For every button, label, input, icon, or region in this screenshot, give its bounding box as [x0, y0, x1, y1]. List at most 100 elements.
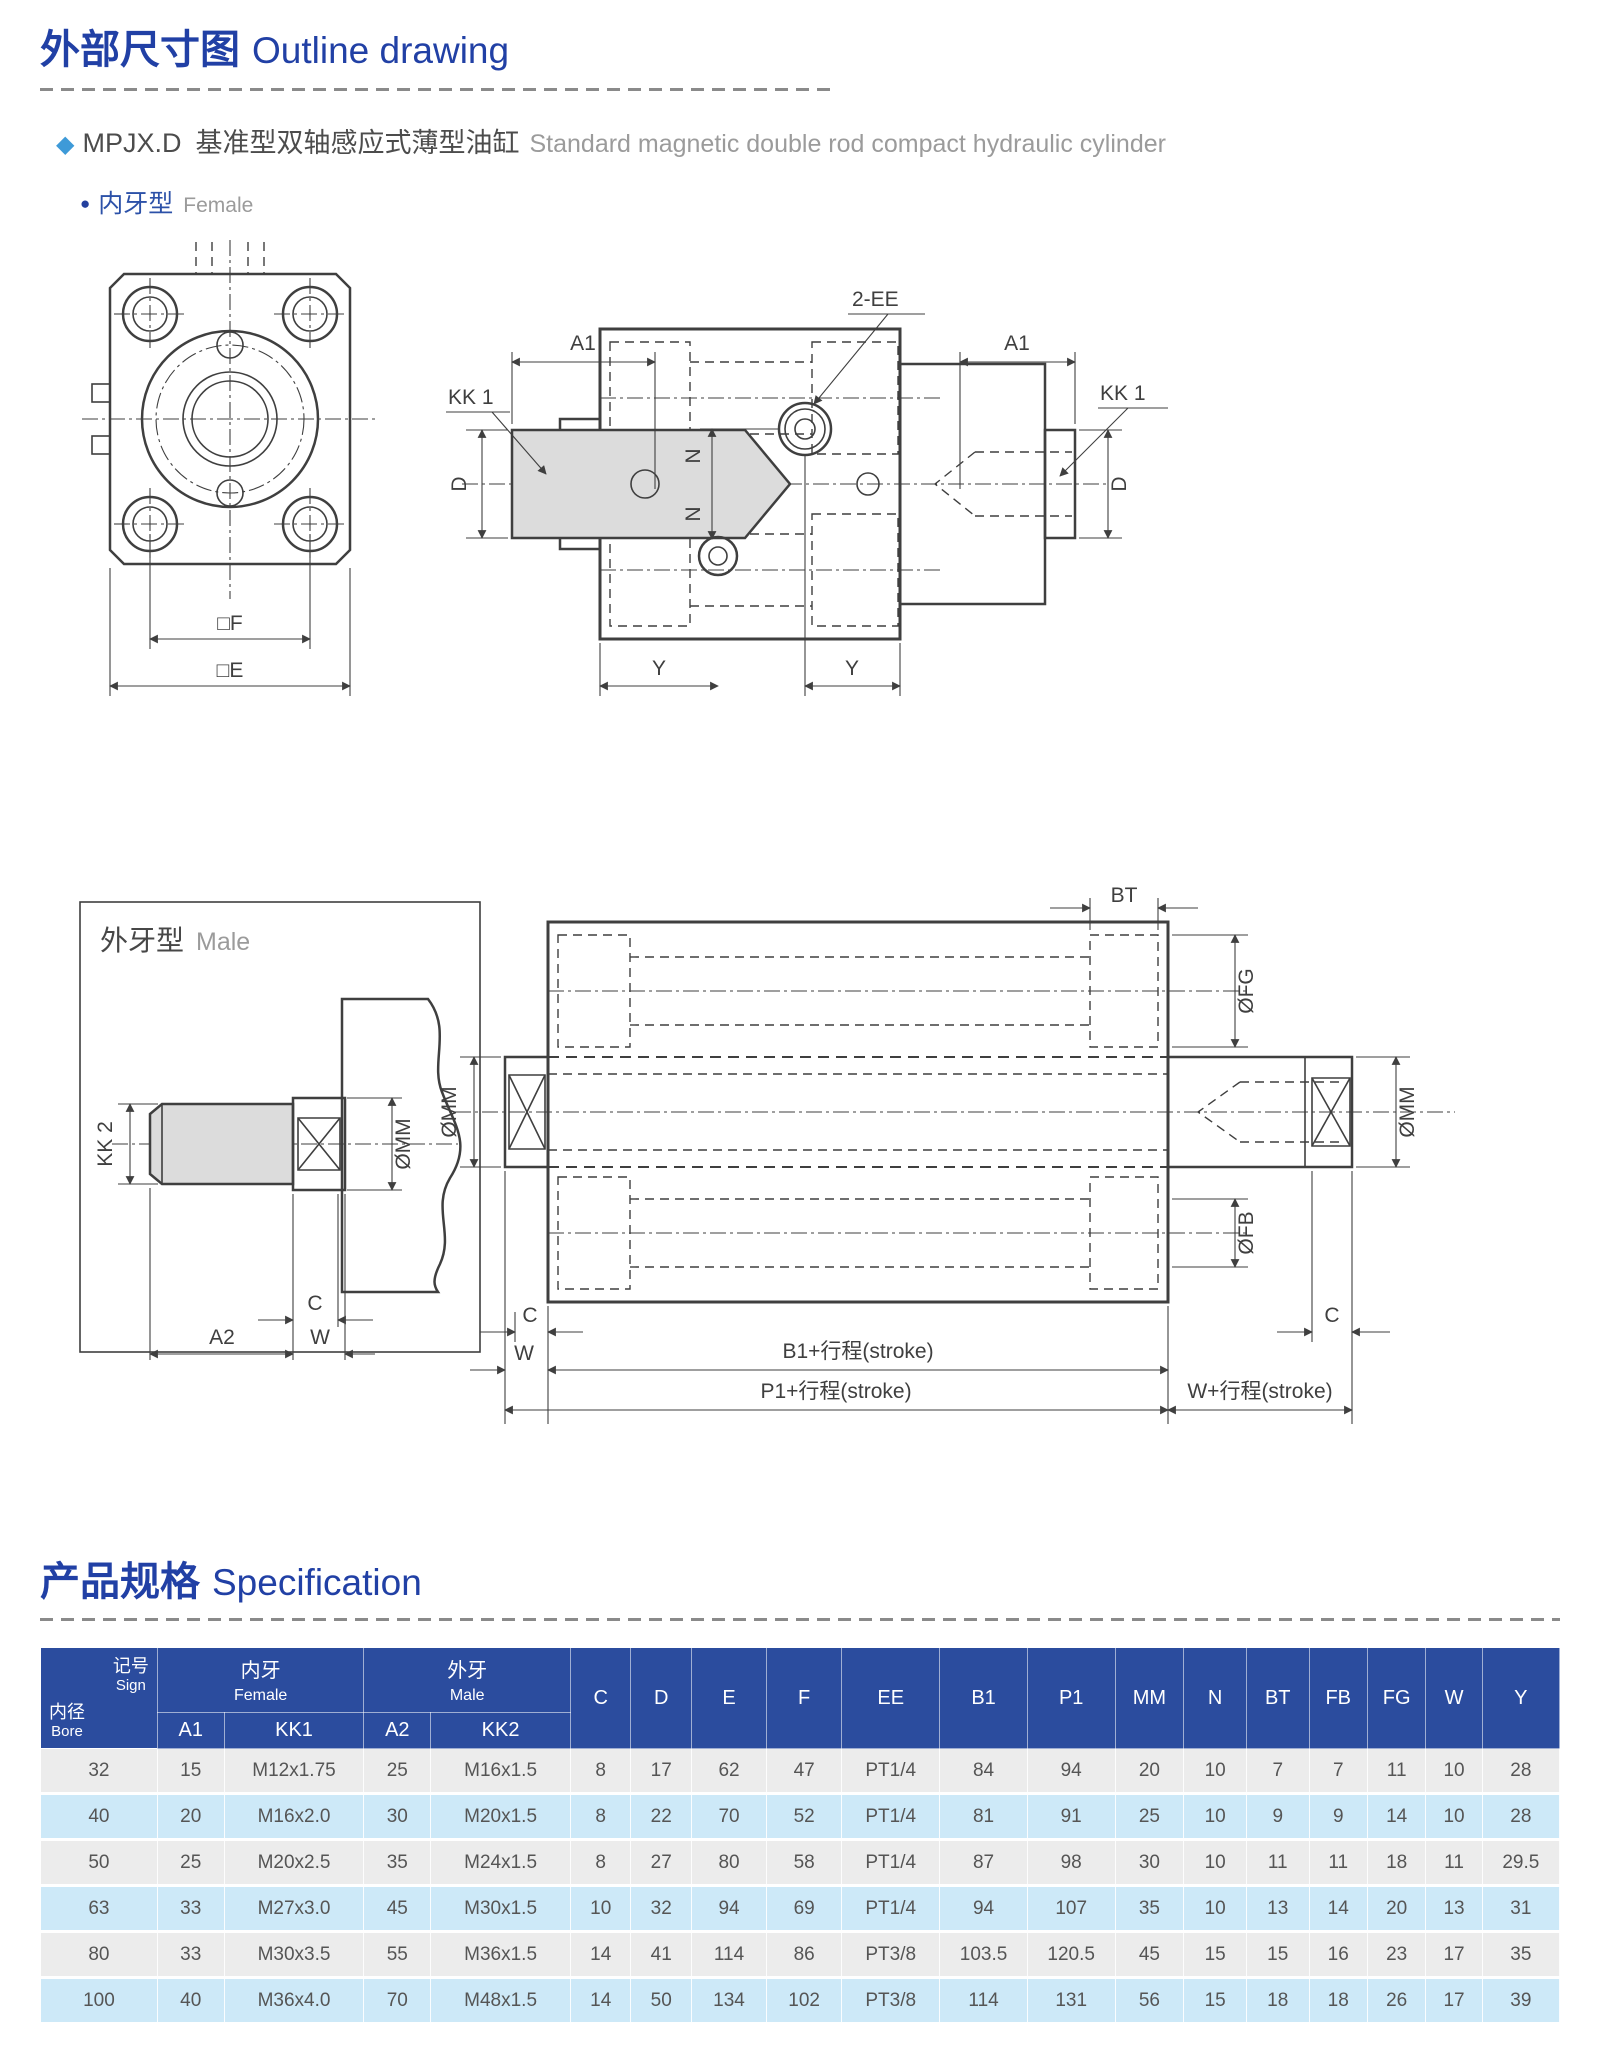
spec-cell: 107 — [1026, 1885, 1116, 1933]
rod-end-cross — [297, 1117, 341, 1171]
spec-cell: 29.5 — [1481, 1839, 1561, 1887]
spec-cell: 40 — [156, 1977, 225, 2025]
spec-cell: 80 — [40, 1931, 158, 1979]
spec-cell: PT3/8 — [841, 1931, 941, 1979]
dim-fg: ØFG — [1172, 934, 1258, 1048]
col-header-e: E — [690, 1647, 768, 1749]
rod-end-cross-left — [508, 1074, 546, 1150]
spec-cell: 10 — [1183, 1793, 1247, 1841]
dim-label-c-male: C — [307, 1292, 322, 1315]
spec-cell: 69 — [766, 1885, 843, 1933]
spec-cell: 20 — [156, 1793, 225, 1841]
dim-label-ee: 2-EE — [852, 288, 899, 311]
spec-cell: 7 — [1308, 1748, 1368, 1795]
dim-label-fb: ØFB — [1235, 1211, 1258, 1254]
corner-sign-en: Sign — [115, 1676, 146, 1694]
spec-cell: 45 — [363, 1885, 432, 1933]
spec-title-en: Specification — [212, 1562, 422, 1603]
product-model: MPJX.D — [82, 128, 182, 158]
spec-title-zh: 产品规格 — [40, 1560, 200, 1604]
spec-cell: 13 — [1425, 1885, 1483, 1933]
dim-e: □E — [109, 568, 351, 696]
dim-label-a1-right: A1 — [1004, 332, 1030, 355]
dim-label-c-right: C — [1324, 1304, 1339, 1327]
corner-bore-en: Bore — [51, 1722, 83, 1740]
rod-end-cross-right — [1311, 1077, 1351, 1147]
spec-cell: 32 — [630, 1885, 692, 1933]
male-box-title-en: Male — [196, 928, 250, 956]
dim-d-right: D — [1079, 429, 1131, 539]
label-kk1-right: KK 1 — [1059, 382, 1168, 477]
spec-cell: 70 — [363, 1977, 432, 2025]
col-header-mm: MM — [1114, 1647, 1185, 1749]
dim-a1-right: A1 — [959, 332, 1076, 489]
label-kk1-left: KK 1 — [446, 386, 547, 475]
spec-cell: 25 — [363, 1748, 432, 1795]
spec-cell: 35 — [363, 1839, 432, 1887]
product-desc-en: Standard magnetic double rod compact hyd… — [529, 130, 1166, 158]
spec-cell: M27x3.0 — [223, 1885, 365, 1933]
spec-cell: 18 — [1245, 1977, 1310, 2025]
spec-cell: 91 — [1026, 1793, 1116, 1841]
spec-cell: M30x3.5 — [223, 1931, 365, 1979]
spec-cell: 87 — [939, 1839, 1028, 1887]
sub-header-kk1: KK1 — [223, 1712, 365, 1749]
spec-cell: 100 — [40, 1977, 158, 2025]
corner-bore: 内径 Bore — [49, 1702, 85, 1740]
dim-label-kk1-left: KK 1 — [448, 386, 494, 409]
corner-sign: 记号 Sign — [113, 1656, 149, 1694]
spec-cell: 80 — [690, 1839, 768, 1887]
spec-cell: 41 — [630, 1931, 692, 1979]
spec-cell: PT1/4 — [841, 1793, 941, 1841]
side-view-female: N N A1 2-EE KK 1 D — [446, 288, 1168, 696]
spec-cell: 15 — [1245, 1931, 1310, 1979]
col-header-b1: B1 — [939, 1647, 1028, 1749]
male-group-en: Male — [449, 1687, 485, 1704]
spec-cell: 14 — [569, 1977, 632, 2025]
spec-cell: 16 — [1308, 1931, 1368, 1979]
dim-label-fg: ØFG — [1235, 968, 1258, 1014]
col-header-y: Y — [1481, 1647, 1561, 1749]
spec-cell: 27 — [630, 1839, 692, 1887]
spec-cell: 20 — [1366, 1885, 1427, 1933]
outline-title-en: Outline drawing — [252, 30, 510, 71]
spec-cell: 120.5 — [1026, 1931, 1116, 1979]
spec-cell: 8 — [569, 1793, 632, 1841]
spec-cell: 62 — [690, 1748, 768, 1795]
male-detail-box: 外牙型 Male KK 2 ØMM — [79, 901, 481, 1360]
spec-cell: 9 — [1245, 1793, 1310, 1841]
spec-cell: 10 — [1183, 1885, 1247, 1933]
spec-cell: 15 — [1183, 1931, 1247, 1979]
spec-cell: 9 — [1308, 1793, 1368, 1841]
corner-hole — [114, 278, 186, 350]
dim-nn: N N — [682, 428, 717, 540]
front-view: □F □E — [82, 240, 378, 696]
spec-cell: 35 — [1481, 1931, 1561, 1979]
spec-cell: 13 — [1245, 1885, 1310, 1933]
spec-cell: 7 — [1245, 1748, 1310, 1795]
dim-a2: A2 — [149, 1326, 294, 1359]
spec-cell: 58 — [766, 1839, 843, 1887]
dim-mm-right: ØMM — [1356, 1056, 1419, 1168]
dim-label-e: □E — [217, 659, 244, 682]
spec-cell: 52 — [766, 1793, 843, 1841]
spec-cell: 11 — [1425, 1839, 1483, 1887]
outline-title-zh: 外部尺寸图 — [40, 28, 240, 72]
male-box-title-zh: 外牙型 — [100, 925, 184, 956]
spec-cell: 11 — [1308, 1839, 1368, 1887]
dim-label-y-left: Y — [652, 657, 666, 680]
dim-c-right: C — [1277, 1304, 1390, 1337]
spec-cell: 17 — [1425, 1977, 1483, 2025]
dim-label-p1-stroke: P1+行程(stroke) — [760, 1380, 911, 1403]
dim-c-male: C — [149, 1188, 373, 1360]
sub-header-a1: A1 — [156, 1712, 225, 1749]
dim-y-left: Y — [599, 643, 719, 696]
dim-label-y-right: Y — [845, 657, 859, 680]
spec-cell: PT1/4 — [841, 1748, 941, 1795]
dim-label-mm-left: ØMM — [438, 1086, 461, 1137]
